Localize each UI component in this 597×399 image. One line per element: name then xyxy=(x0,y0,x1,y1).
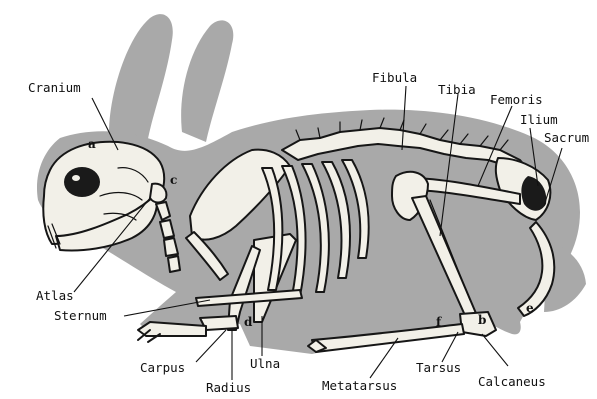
calcaneus-leader xyxy=(482,334,508,366)
label-carpus: Carpus xyxy=(140,360,185,375)
label-sacrum: Sacrum xyxy=(544,130,589,145)
label-tibia: Tibia xyxy=(438,82,476,97)
letter-f: f xyxy=(436,315,442,329)
label-tarsus: Tarsus xyxy=(416,360,461,375)
atlas-bone xyxy=(150,184,166,203)
letter-a: a xyxy=(88,137,96,151)
label-cranium: Cranium xyxy=(28,80,81,95)
forepaw-digits xyxy=(138,322,206,342)
letter-d: d xyxy=(244,315,253,329)
letter-b: b xyxy=(478,313,486,327)
eye-orbit-highlight xyxy=(72,175,80,181)
label-metatarsus: Metatarsus xyxy=(322,378,397,393)
label-femoris: Femoris xyxy=(490,92,543,107)
ear-back xyxy=(181,20,233,142)
letter-c: c xyxy=(170,173,177,187)
ear-front xyxy=(109,14,173,150)
label-ilium: Ilium xyxy=(520,112,558,127)
label-fibula: Fibula xyxy=(372,70,417,85)
label-atlas: Atlas xyxy=(36,288,74,303)
label-radius: Radius xyxy=(206,380,251,395)
label-calcaneus: Calcaneus xyxy=(478,374,546,389)
eye-orbit xyxy=(64,167,100,197)
letter-e: e xyxy=(526,301,534,315)
label-ulna: Ulna xyxy=(250,356,280,371)
label-sternum: Sternum xyxy=(54,308,107,323)
